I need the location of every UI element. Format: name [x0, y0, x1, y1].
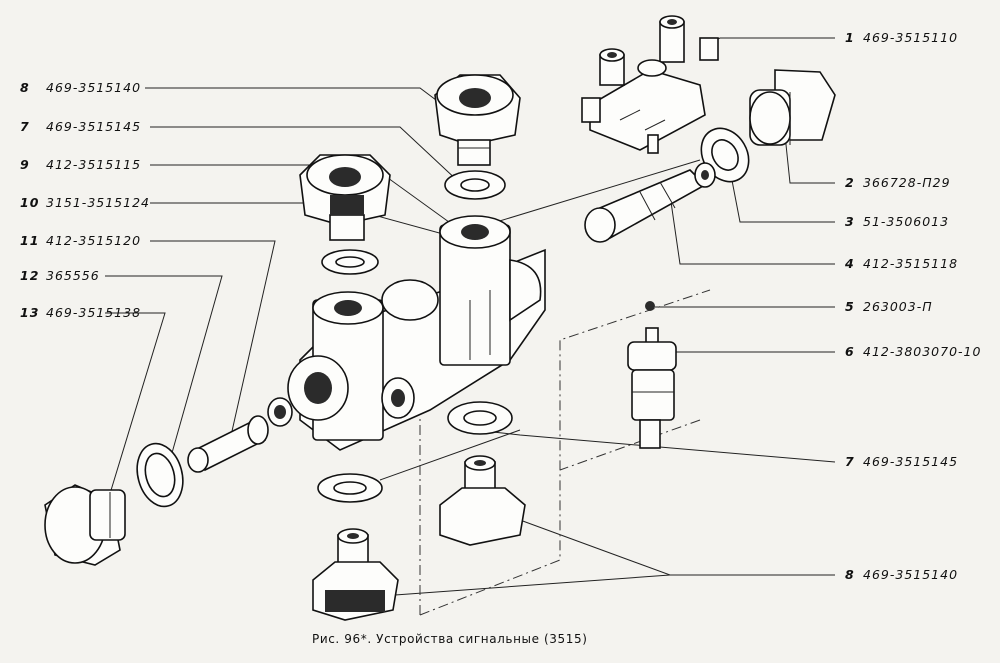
assembly-axis [419, 289, 711, 616]
plug-part-2 [749, 69, 836, 146]
valve-part-11 [187, 397, 293, 473]
ball-part-5 [645, 301, 655, 311]
fitting-part-8-lower-right [439, 455, 526, 546]
piston-part-4 [584, 162, 716, 243]
washer-part-7-top [444, 170, 506, 200]
fitting-part-8-top [434, 74, 521, 166]
washer-part-12 [136, 442, 184, 508]
washer-part-3 [700, 127, 750, 183]
signal-device-assembly [581, 15, 719, 154]
main-housing [287, 215, 546, 451]
fitting-part-8-lower-left [312, 528, 399, 621]
fitting-part-9 [299, 154, 391, 241]
washer-part-7-bottom [317, 473, 383, 503]
washer-part-10 [321, 249, 379, 275]
plug-part-13 [44, 484, 126, 566]
washer-part-7-lower [447, 401, 513, 435]
figure-caption: Рис. 96*. Устройства сигнальные (3515) [312, 632, 588, 646]
switch-part-6 [627, 327, 677, 449]
